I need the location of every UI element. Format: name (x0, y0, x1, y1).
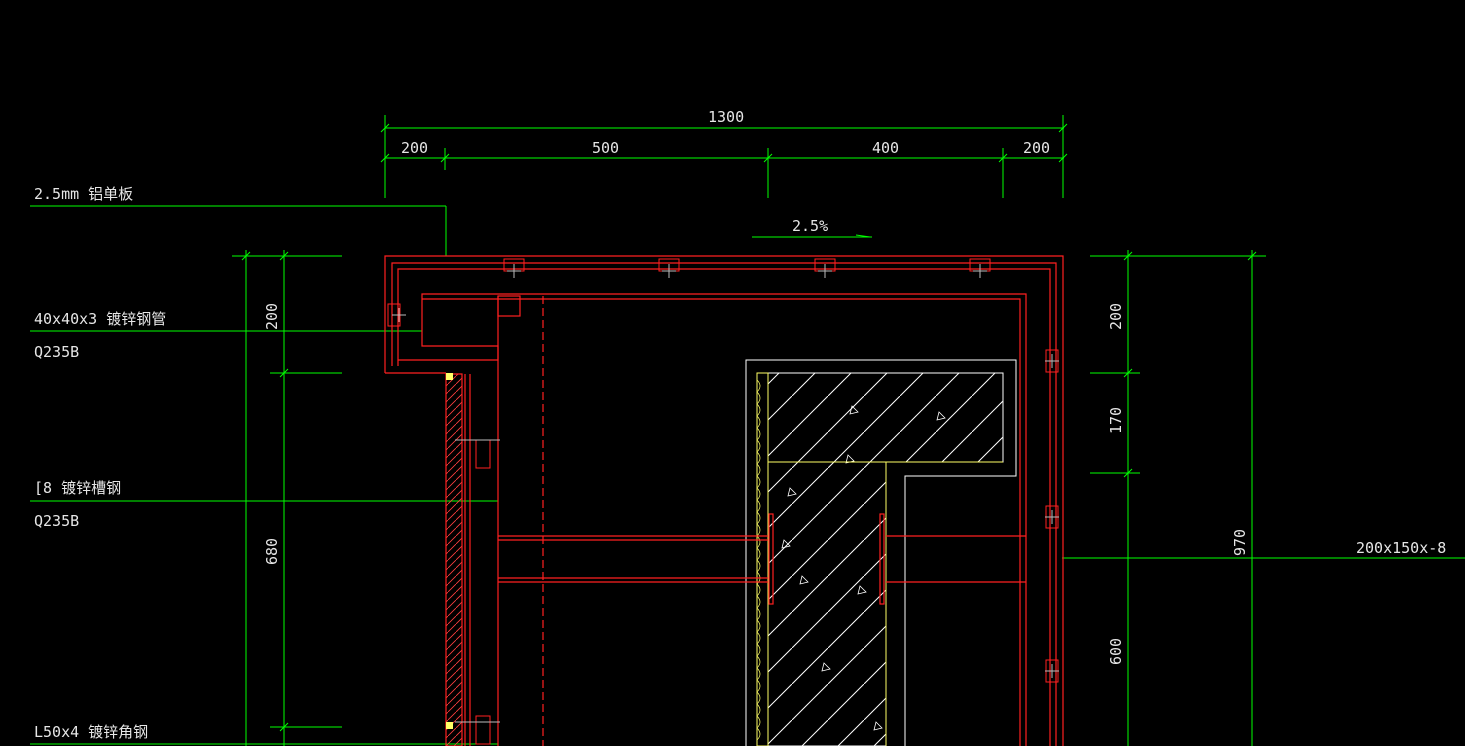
dim-seg-3: 400 (872, 139, 899, 157)
bolt-marks (392, 264, 1059, 723)
dim-overall-width: 1300 (708, 108, 744, 126)
dim-left-lower: 680 (263, 538, 281, 565)
top-dimension-group (380, 115, 1068, 238)
label-aluminum-panel: 2.5mm 铝单板 (34, 185, 133, 203)
label-steel-tube: 40x40x3 镀锌钢管 (34, 310, 166, 328)
dim-left-upper: 200 (263, 303, 281, 330)
label-channel-steel-grade: Q235B (34, 512, 79, 530)
dim-seg-1: 200 (401, 139, 428, 157)
dim-right-lower: 600 (1107, 638, 1125, 665)
aluminum-cladding (384, 255, 1064, 746)
label-channel-steel: [8 镀锌槽钢 (34, 479, 121, 497)
label-embed-plate: 200x150x-8 (1356, 539, 1446, 557)
anchor-markers (446, 373, 453, 729)
dim-right-upper: 200 (1107, 303, 1125, 330)
dim-seg-4: 200 (1023, 139, 1050, 157)
label-steel-tube-grade: Q235B (34, 343, 79, 361)
dim-seg-2: 500 (592, 139, 619, 157)
leader-lines (30, 205, 498, 745)
label-angle-steel: L50x4 镀锌角钢 (34, 723, 148, 741)
concrete-structure (745, 359, 1017, 746)
right-dimension-group (1062, 250, 1465, 746)
dim-slope: 2.5% (792, 217, 828, 235)
left-dimension-group (232, 250, 342, 746)
dim-right-middle: 170 (1107, 407, 1125, 434)
dim-right-total: 970 (1231, 529, 1249, 556)
